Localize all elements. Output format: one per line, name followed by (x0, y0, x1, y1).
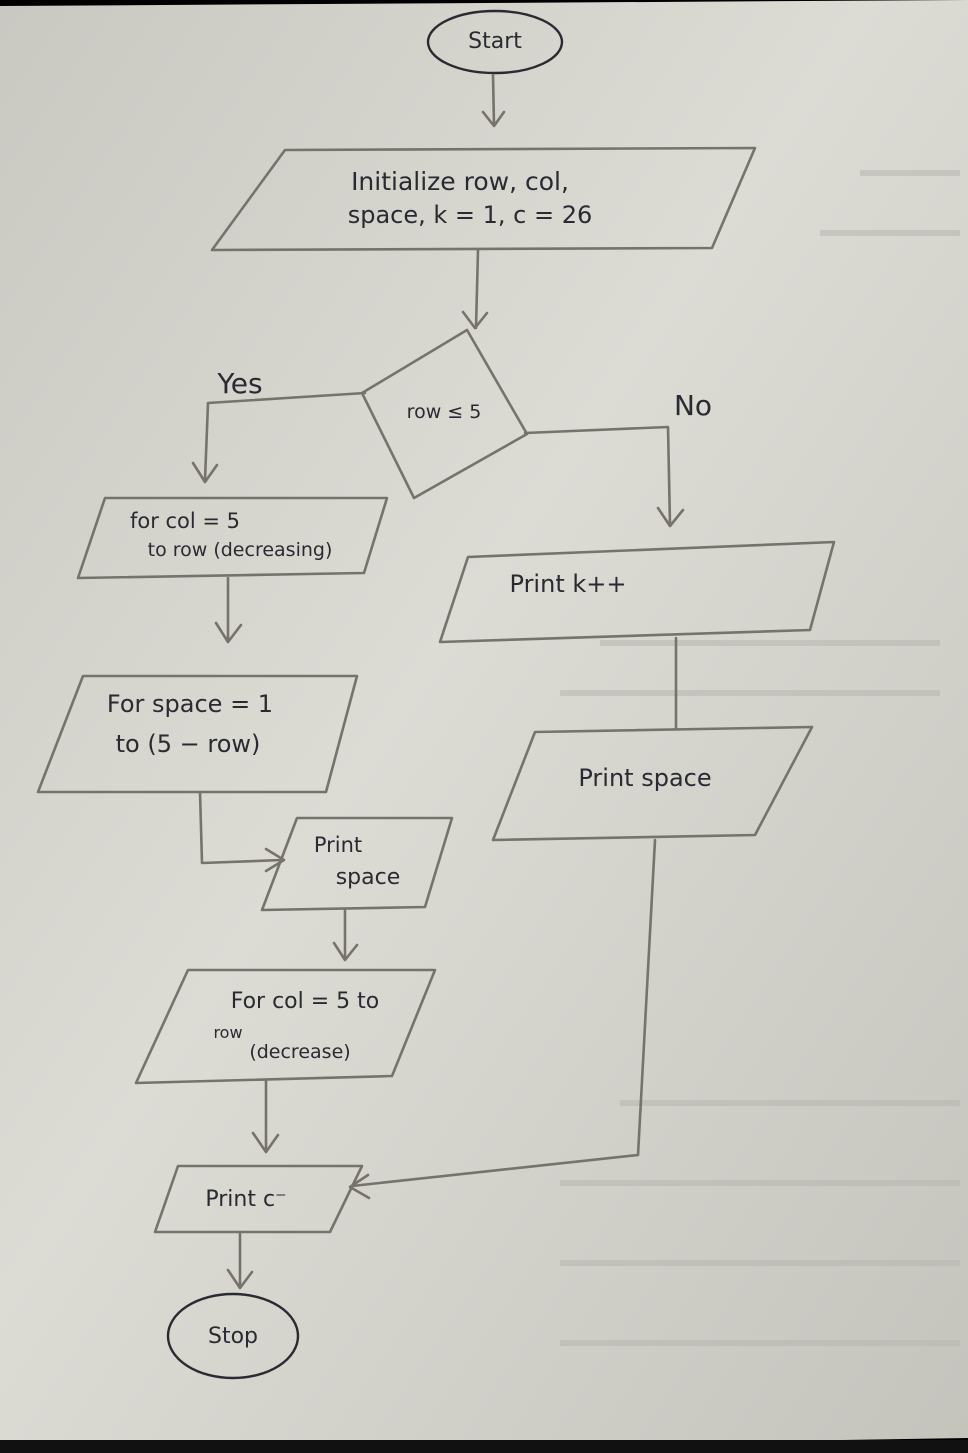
print-c-box (153, 1164, 364, 1234)
for-space-line-2: to (5 − row) (116, 730, 261, 758)
print-k-box (438, 540, 836, 644)
initialize-line-2: space, k = 1, c = 26 (348, 201, 593, 229)
table-edge (0, 1440, 968, 1453)
start-label: Start (468, 29, 522, 54)
print-space-right-box (491, 725, 814, 842)
bleed-through-text (560, 170, 960, 1346)
for-col2-line-1: For col = 5 to (231, 989, 380, 1014)
for-col2-line-2: row (213, 1023, 242, 1042)
for-col-line-2: to row (decreasing) (148, 539, 333, 561)
for-col-line-1: for col = 5 (130, 509, 240, 533)
print-space-left-line-1: Print (314, 833, 362, 857)
start-terminal (426, 9, 564, 75)
print-c-label: Print c⁻ (205, 1187, 286, 1212)
print-space-left-line-2: space (336, 865, 401, 890)
connector-lines (191, 73, 685, 1290)
for-space-line-1: For space = 1 (107, 690, 273, 718)
initialize-line-1: Initialize row, col, (351, 167, 569, 196)
no-label: No (674, 389, 712, 422)
initialize-parallelogram (210, 146, 757, 252)
stop-label: Stop (208, 1324, 258, 1349)
print-space-left-box (260, 816, 454, 912)
print-k-label: Print k++ (510, 570, 627, 598)
yes-label: Yes (216, 367, 262, 400)
decision-label: row ≤ 5 (407, 401, 482, 423)
print-space-right-label: Print space (578, 764, 711, 792)
stop-terminal (166, 1292, 300, 1380)
for-col2-loop-box (134, 968, 437, 1085)
decision-diamond (360, 328, 529, 500)
for-col-loop-box (76, 496, 389, 580)
for-space-loop-box (36, 674, 359, 794)
for-col2-line-3: (decrease) (249, 1041, 350, 1063)
